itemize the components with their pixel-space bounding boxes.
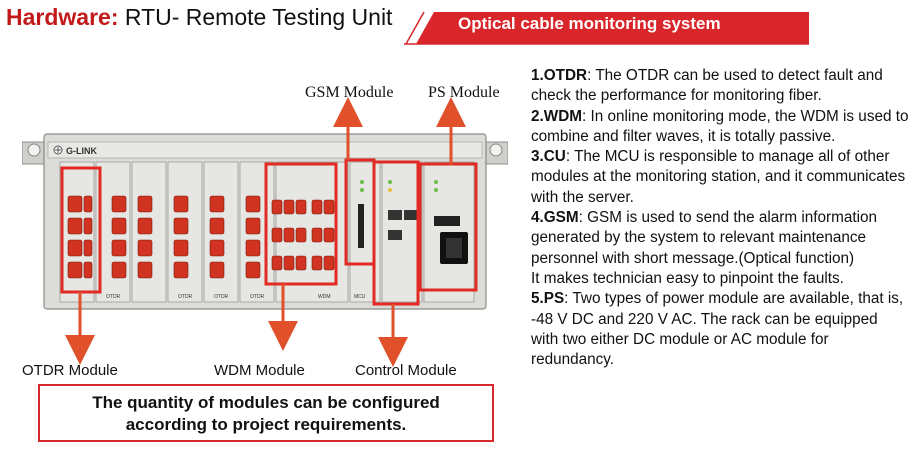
- svg-text:OTDR: OTDR: [214, 294, 229, 300]
- gsm-extra-description: It makes technician easy to pinpoint the…: [531, 269, 844, 287]
- title-prefix: Hardware:: [6, 4, 119, 30]
- gsm-antenna-icon: [358, 204, 364, 248]
- note-line-2: according to project requirements.: [125, 415, 407, 434]
- banner-shape: [404, 11, 809, 45]
- rtu-device-illustration: G-LINK: [22, 133, 508, 310]
- svg-text:OTDR: OTDR: [178, 294, 193, 300]
- otdr-description: 1.OTDR: The OTDR can be used to detect f…: [531, 67, 883, 105]
- gsm-description: 4.GSM: GSM is used to send the alarm inf…: [531, 209, 878, 267]
- control-module-label: Control Module: [355, 362, 457, 379]
- brand-label: G-LINK: [66, 146, 97, 156]
- configuration-note-box: The quantity of modules can be configure…: [38, 384, 494, 442]
- note-line-1: The quantity of modules can be configure…: [92, 393, 440, 412]
- title-rest: RTU- Remote Testing Unit: [118, 4, 393, 30]
- cu-description: 3.CU: The MCU is responsible to manage a…: [531, 148, 906, 206]
- ps-description: 5.PS: Two types of power module are avai…: [531, 290, 904, 369]
- svg-text:OTDR: OTDR: [250, 294, 265, 300]
- control-highlight-box: [372, 160, 420, 306]
- svg-text:WDM: WDM: [318, 294, 331, 300]
- svg-text:OTDR: OTDR: [106, 294, 121, 300]
- ps-highlight-box: [418, 162, 478, 292]
- wdm-module-label: WDM Module: [214, 362, 305, 379]
- banner-title: Optical cable monitoring system: [458, 14, 721, 33]
- svg-text:MCU: MCU: [354, 294, 366, 300]
- module-description-list: 1.OTDR: The OTDR can be used to detect f…: [531, 66, 909, 370]
- otdr-module-label: OTDR Module: [22, 362, 118, 379]
- wdm-description: 2.WDM: In online monitoring mode, the WD…: [531, 107, 909, 145]
- ps-module-label: PS Module: [428, 84, 500, 101]
- glink-logo-icon: [53, 145, 63, 155]
- page-title: Hardware: RTU- Remote Testing Unit: [6, 4, 392, 31]
- wdm-highlight-box: [264, 162, 338, 286]
- gsm-module-label: GSM Module: [305, 84, 394, 101]
